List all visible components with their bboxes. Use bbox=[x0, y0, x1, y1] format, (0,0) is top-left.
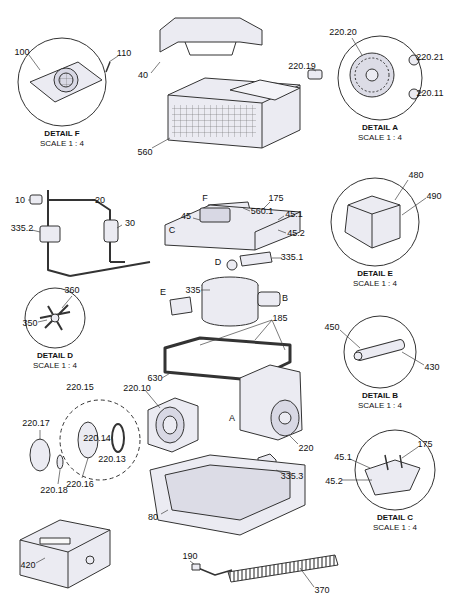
callout-number: 175 bbox=[267, 193, 284, 204]
detail-caption: DETAIL B bbox=[344, 391, 416, 401]
callout-number: 45.1 bbox=[284, 209, 304, 220]
callout-number: 430 bbox=[423, 362, 440, 373]
detail-circle: DETAIL FSCALE 1 : 4 bbox=[18, 38, 106, 150]
detail-outline bbox=[343, 315, 417, 389]
detail-ring bbox=[344, 316, 416, 388]
callout-number: 20 bbox=[94, 195, 106, 206]
callout-number: 560.1 bbox=[250, 206, 275, 217]
detail-caption: SCALE 1 : 4 bbox=[338, 133, 422, 143]
callout-number: 220.18 bbox=[39, 485, 69, 496]
callout-number: 80 bbox=[147, 512, 159, 523]
callout-number: 450 bbox=[323, 322, 340, 333]
callout-number: 220.21 bbox=[415, 52, 445, 63]
callout-number: 190 bbox=[181, 551, 198, 562]
callout-number: 350 bbox=[21, 318, 38, 329]
detail-caption: SCALE 1 : 4 bbox=[331, 279, 419, 289]
view-letter: A bbox=[228, 413, 236, 424]
callout-number: 335.3 bbox=[280, 471, 305, 482]
callout-number: 335.1 bbox=[280, 252, 305, 263]
callout-number: 220.15 bbox=[65, 382, 95, 393]
detail-circle: DETAIL ASCALE 1 : 4 bbox=[338, 36, 422, 144]
callout-number: 110 bbox=[116, 48, 132, 59]
detail-caption: DETAIL D bbox=[25, 351, 85, 361]
callout-number: 420 bbox=[19, 560, 36, 571]
detail-circle: DETAIL BSCALE 1 : 4 bbox=[344, 316, 416, 412]
callout-number: 220.13 bbox=[97, 454, 127, 465]
detail-circle: DETAIL DSCALE 1 : 4 bbox=[25, 288, 85, 372]
view-letter: C bbox=[168, 225, 177, 236]
detail-outline bbox=[337, 35, 423, 121]
view-letter: E bbox=[159, 287, 167, 298]
detail-caption: SCALE 1 : 4 bbox=[25, 361, 85, 371]
callout-number: 335.2 bbox=[10, 223, 35, 234]
callout-number: 630 bbox=[146, 373, 163, 384]
callout-number: 335 bbox=[184, 285, 201, 296]
detail-ring bbox=[338, 36, 422, 120]
detail-caption: DETAIL E bbox=[331, 269, 419, 279]
callout-number: 30 bbox=[124, 218, 136, 229]
callout-number: 185 bbox=[271, 313, 288, 324]
callout-number: 175 bbox=[416, 439, 433, 450]
view-letter: B bbox=[281, 293, 289, 304]
callout-number: 45.2 bbox=[324, 476, 344, 487]
view-letter: F bbox=[201, 193, 209, 204]
detail-caption: SCALE 1 : 4 bbox=[355, 523, 435, 533]
callout-number: 10 bbox=[14, 195, 26, 206]
detail-caption: SCALE 1 : 4 bbox=[18, 139, 106, 149]
callout-number: 220.19 bbox=[287, 61, 317, 72]
callout-number: 220.17 bbox=[21, 418, 51, 429]
callout-number: 560 bbox=[136, 147, 153, 158]
view-letter: D bbox=[214, 257, 223, 268]
detail-ring bbox=[331, 178, 419, 266]
detail-caption: DETAIL F bbox=[18, 129, 106, 139]
detail-caption: DETAIL A bbox=[338, 123, 422, 133]
callout-number: 360 bbox=[63, 285, 80, 296]
callout-number: 220.20 bbox=[328, 27, 358, 38]
callout-number: 220.11 bbox=[416, 88, 445, 99]
callout-number: 45 bbox=[180, 211, 192, 222]
callout-number: 480 bbox=[407, 170, 424, 181]
detail-caption: DETAIL C bbox=[355, 513, 435, 523]
detail-outline bbox=[330, 177, 420, 267]
callout-number: 220.14 bbox=[82, 433, 112, 444]
callout-number: 220.10 bbox=[122, 383, 152, 394]
callout-number: 45.2 bbox=[286, 228, 306, 239]
detail-outline bbox=[17, 37, 107, 127]
callout-number: 490 bbox=[425, 191, 442, 202]
detail-circle: DETAIL ESCALE 1 : 4 bbox=[331, 178, 419, 290]
detail-caption: SCALE 1 : 4 bbox=[344, 401, 416, 411]
detail-ring bbox=[18, 38, 106, 126]
callout-number: 40 bbox=[137, 70, 149, 81]
callout-number: 220.16 bbox=[65, 479, 95, 490]
detail-ring bbox=[355, 430, 435, 510]
callout-number: 45.1 bbox=[333, 452, 353, 463]
callout-number: 370 bbox=[313, 585, 330, 596]
callout-number: 220 bbox=[297, 443, 314, 454]
callout-number: 100 bbox=[13, 47, 30, 58]
